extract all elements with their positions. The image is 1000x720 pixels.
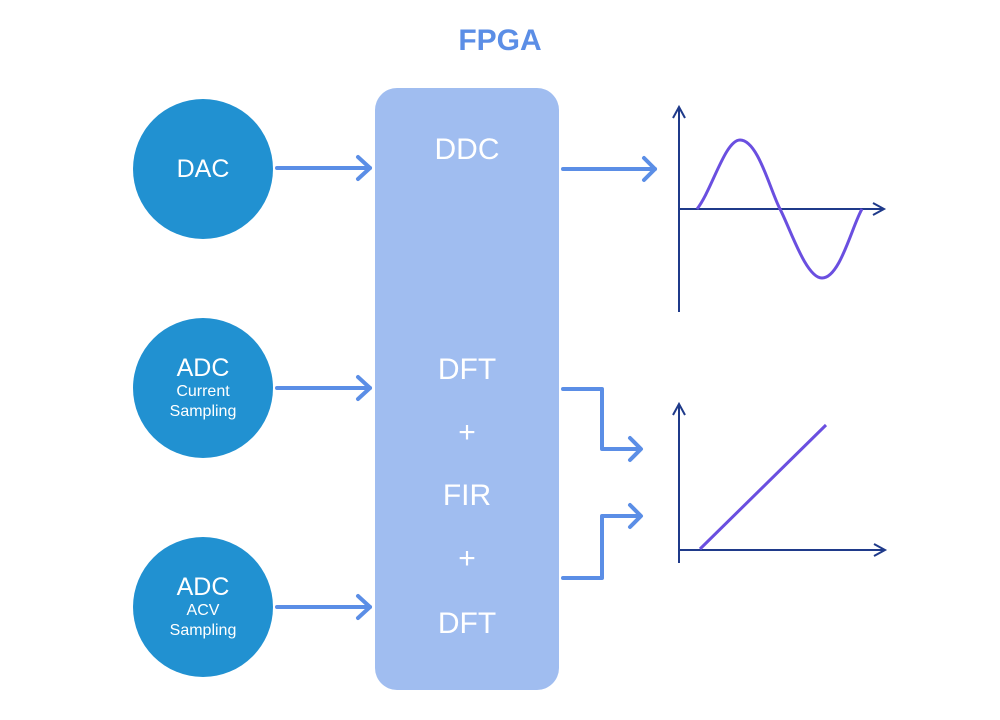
- sine-wave-plot: [672, 104, 887, 312]
- linear-plot: [672, 401, 888, 563]
- sine-plot-x-arrowhead: [872, 202, 887, 216]
- fpga-ddc-label: DDC: [434, 133, 500, 166]
- dac-label: DAC: [176, 155, 230, 183]
- linear-plot-x-arrowhead: [873, 543, 888, 557]
- adc-acv-sub1: ACV: [186, 602, 220, 619]
- sine-wave-curve: [695, 138, 864, 280]
- arrow-ddc-to-sine-plot: [561, 156, 657, 182]
- arrow-dft2-to-linear-plot: [561, 503, 643, 580]
- adc-acv-label: ADC: [176, 573, 230, 601]
- diagram-title: FPGA: [458, 24, 542, 57]
- adc-current-sub2: Sampling: [169, 403, 237, 420]
- linear-plot-line: [698, 423, 828, 551]
- linear-plot-y-arrowhead: [672, 401, 686, 416]
- adc-acv-node: ADC ACV Sampling: [133, 537, 273, 677]
- adc-current-sub1: Current: [176, 383, 230, 400]
- fpga-dft-label-1: DFT: [437, 353, 497, 386]
- arrow-adc-acv-to-fpga: [275, 594, 372, 620]
- arrow-dft-to-linear-plot: [561, 387, 643, 462]
- fpga-block: [375, 88, 559, 690]
- dac-node: DAC: [133, 99, 273, 239]
- fpga-plus-label-2: +: [458, 542, 476, 575]
- fpga-dft-label-2: DFT: [437, 607, 497, 640]
- adc-current-node: ADC Current Sampling: [133, 318, 273, 458]
- fpga-fir-label: FIR: [442, 479, 492, 512]
- sine-plot-y-arrowhead: [672, 104, 686, 119]
- arrow-adc-current-to-fpga: [275, 375, 372, 401]
- arrow-dac-to-fpga: [275, 155, 372, 181]
- adc-current-label: ADC: [176, 354, 230, 382]
- fpga-plus-label-1: +: [458, 416, 476, 449]
- adc-acv-sub2: Sampling: [169, 622, 237, 639]
